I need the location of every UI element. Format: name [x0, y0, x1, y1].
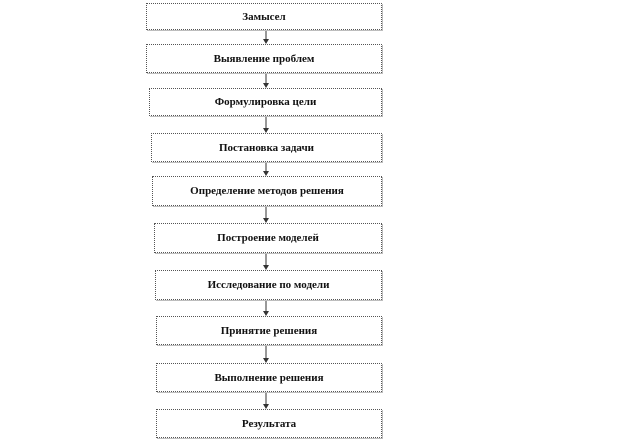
step-box-research: Исследование по модели — [155, 270, 382, 300]
step-label: Определение методов решения — [190, 185, 344, 197]
step-box-goal: Формулировка цели — [149, 88, 382, 116]
step-label: Замысел — [242, 10, 286, 23]
step-label: Принятие решения — [220, 324, 318, 337]
step-box-task: Постановка задачи — [151, 133, 382, 162]
step-label: Постановка задачи — [219, 141, 314, 154]
step-label: Формулировка цели — [214, 96, 317, 108]
step-label: Выполнение решения — [214, 371, 324, 384]
step-box-methods: Определение методов решения — [152, 176, 382, 206]
step-box-execution: Выполнение решения — [156, 363, 382, 392]
step-box-decision: Принятие решения — [156, 316, 382, 345]
step-box-result: Результата — [156, 409, 382, 438]
step-label: Исследование по модели — [207, 279, 330, 291]
step-box-models: Построение моделей — [154, 223, 382, 253]
step-label: Результата — [241, 417, 297, 430]
step-box-idea: Замысел — [146, 3, 382, 30]
step-label: Построение моделей — [217, 232, 319, 244]
step-label: Выявление проблем — [213, 52, 315, 65]
step-box-problems: Выявление проблем — [146, 44, 382, 73]
